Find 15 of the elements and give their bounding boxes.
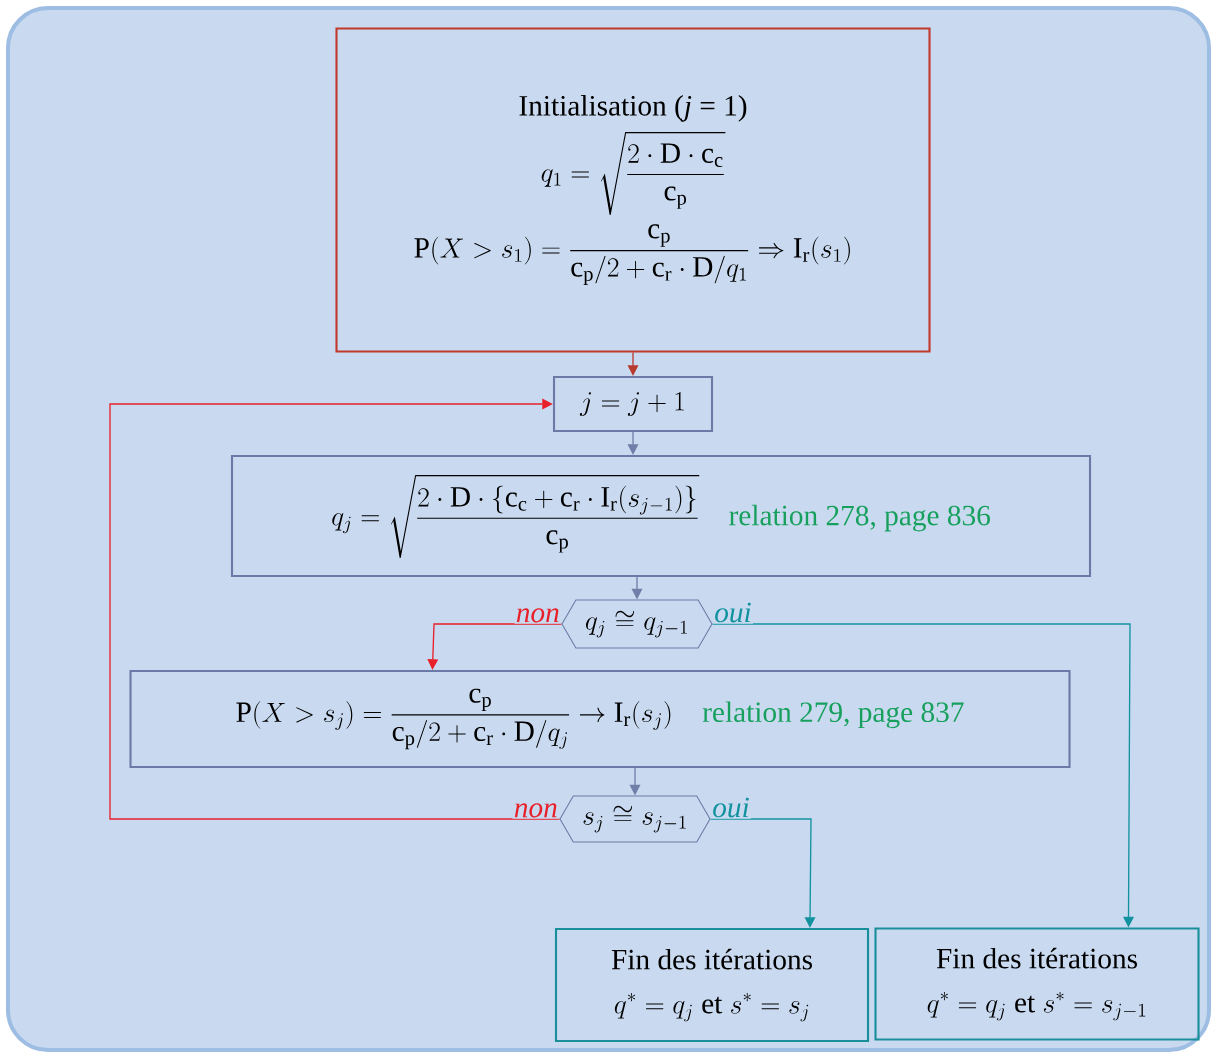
edge-label: oui (712, 601, 754, 624)
edge-label: oui (710, 796, 752, 819)
process-box: $j = j + 1$ (552, 375, 714, 433)
process-box: $\mathrm{P}(X > s_j) = \frac{\mathrm{c_p}}{\mathrm{c_p}/2+\mathrm{c_r}\cdot\mathrm{D}/q_j} \rightarrow \mathrm{I_r}(s_j)$ relation 279, page 837 (129, 669, 1071, 769)
process-box: Fin des itérations $q^* = q_j \text{ et } s^* = s_{j-1}$ (874, 927, 1200, 1041)
decision-hexagon: $q_j \cong q_{j-1}$ (561, 599, 713, 649)
process-box: Initialisation (j = 1) $q_1 = \sqrt{\frac{2\cdot\mathrm{D}\cdot\mathrm{c_c}}{\mathrm{c_p}}}$ $\mathrm{P}(X > s_1) = \frac{\mathrm{c_p}}{\mathrm{c_p}/2+\mathrm{c_r}\cdot\mathrm{D}/q_1} \Rightarrow \mathrm{I_r}(s_1)$ (335, 27, 931, 353)
arrow (709, 818, 816, 928)
arrow (627, 351, 639, 376)
decision-hexagon: $s_j \cong s_{j-1}$ (559, 795, 711, 843)
arrow (427, 623, 563, 670)
process-box: $q_j = \sqrt{\frac{2\cdot\mathrm{D}\cdot\{\mathrm{c_c}+\mathrm{c_r}\cdot\mathrm{I_r}(s_{j-1})\}}{\mathrm{c_p}}}$ relation 278, page 836 (230, 454, 1092, 578)
arrow (627, 431, 639, 455)
arrow (109, 398, 561, 820)
process-box: Fin des itérations $q^* = q_j \text{ et } s^* = s_j$ (554, 927, 870, 1043)
